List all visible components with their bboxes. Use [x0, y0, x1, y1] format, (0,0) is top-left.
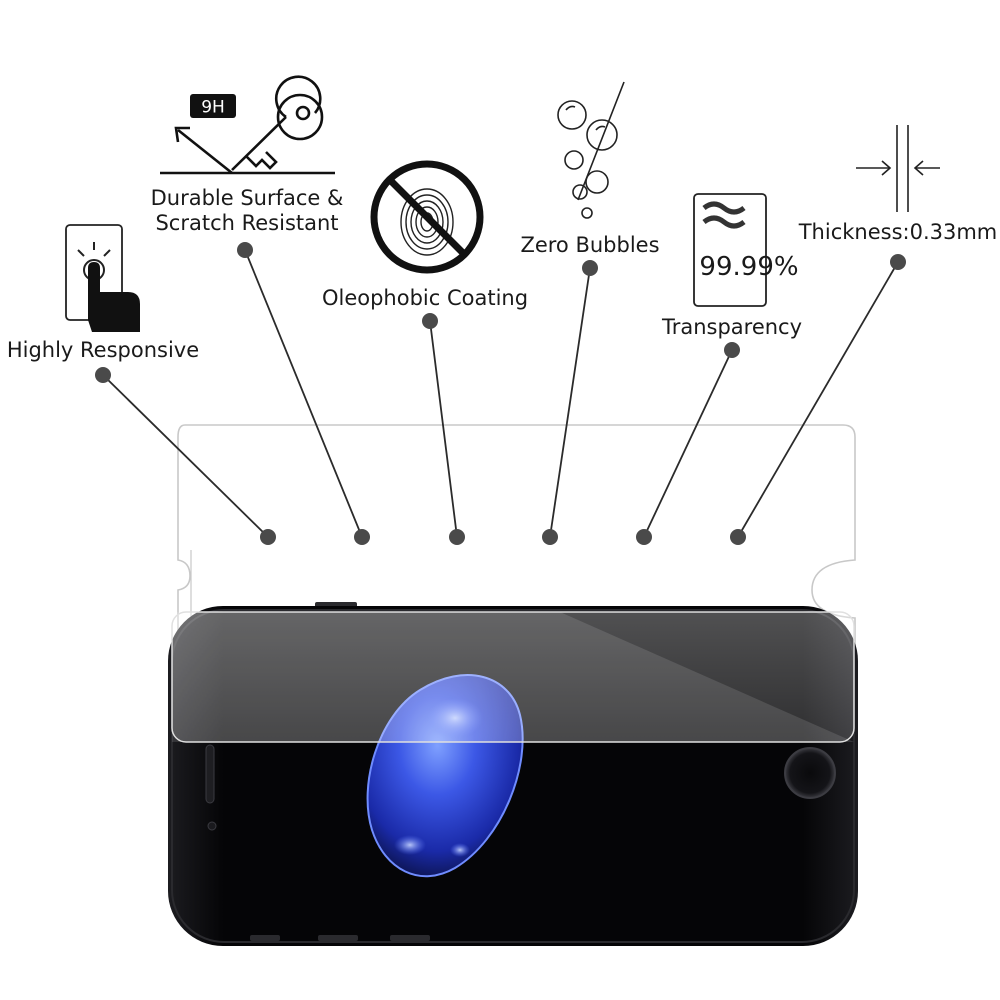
phone-front-camera: [207, 821, 217, 831]
badge-text: 9H: [201, 98, 225, 118]
dot-bottom: [730, 529, 746, 545]
dot-bottom: [354, 529, 370, 545]
phone-home-button: [784, 747, 836, 799]
dot-top: [237, 242, 253, 258]
connectors: [102, 249, 899, 538]
feature-highly-responsive: Highly Responsive: [7, 224, 199, 362]
feature-label: Zero Bubbles: [520, 233, 659, 257]
no-fingerprint-icon: [370, 160, 484, 274]
feature-label: Oleophobic Coating: [322, 286, 528, 310]
dot-top: [582, 260, 598, 276]
feature-label: Thickness:0.33mm: [798, 220, 998, 244]
dot-top: [724, 342, 740, 358]
bubbles-icon: [557, 81, 625, 219]
dot-top: [422, 313, 438, 329]
feature-transparency: 99.99% Transparency: [661, 193, 802, 339]
dot-bottom: [449, 529, 465, 545]
feature-zero-bubbles: Zero Bubbles: [520, 81, 660, 257]
feature-durable-surface: 9H Durable Surface & Scratch Resistant: [151, 75, 344, 235]
feature-oleophobic: Oleophobic Coating: [322, 160, 528, 310]
feature-label: Highly Responsive: [7, 338, 199, 362]
key-icon: [160, 75, 335, 175]
glass-film: [171, 611, 855, 743]
connector-dots: [95, 242, 906, 545]
feature-thickness: Thickness:0.33mm: [798, 125, 998, 244]
feature-label: Transparency: [661, 315, 802, 339]
finger-touch-icon: [65, 224, 140, 332]
feature-label: Durable Surface &: [151, 186, 344, 210]
dot-top: [890, 254, 906, 270]
thickness-arrows-icon: [856, 125, 940, 212]
phone-earpiece: [205, 744, 215, 804]
dot-bottom: [636, 529, 652, 545]
hardness-badge: 9H: [190, 94, 236, 118]
dot-bottom: [542, 529, 558, 545]
transparency-value: 99.99%: [699, 252, 798, 282]
dot-bottom: [260, 529, 276, 545]
glass-pane-icon: [693, 193, 767, 307]
dot-top: [95, 367, 111, 383]
feature-label: Scratch Resistant: [155, 211, 338, 235]
